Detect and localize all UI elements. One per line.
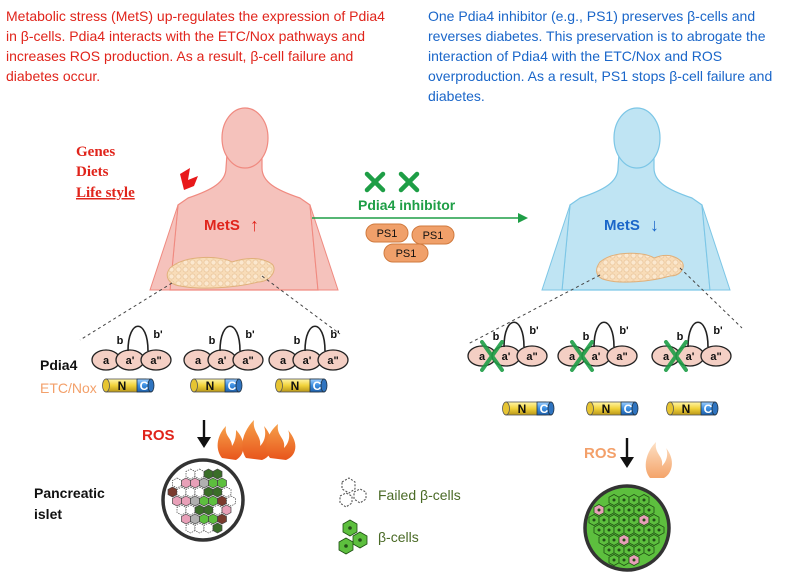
nox-n-label: N bbox=[518, 402, 527, 416]
domain-a-double-prime-label: a" bbox=[616, 351, 627, 363]
domain-b-label: b bbox=[294, 335, 301, 347]
domain-a-prime-label: a' bbox=[686, 351, 695, 363]
domain-b-prime-label: b' bbox=[153, 329, 163, 341]
domain-b-label: b bbox=[493, 331, 500, 343]
domain-a-double-prime-label: a" bbox=[150, 355, 161, 367]
nox-c-label: C bbox=[313, 379, 322, 393]
etc-nox-label: ETC/Nox bbox=[40, 380, 97, 396]
domain-b-prime-label: b' bbox=[245, 329, 255, 341]
down-arrow-icon: ↓ bbox=[650, 215, 659, 235]
nox-n-label: N bbox=[602, 402, 611, 416]
left-mets-label: MetS bbox=[204, 217, 240, 234]
domain-a-prime-label: a' bbox=[592, 351, 601, 363]
right-pancreas bbox=[596, 252, 684, 283]
legend-beta-cells-icon bbox=[338, 519, 368, 555]
domain-a-label: a bbox=[663, 351, 670, 363]
domain-a-double-prime-label: a" bbox=[710, 351, 721, 363]
up-arrow-icon: ↑ bbox=[250, 215, 259, 235]
pdia4-label: Pdia4 bbox=[40, 357, 78, 373]
right-ros-label: ROS bbox=[584, 445, 617, 462]
nox-n-label: N bbox=[118, 379, 127, 393]
domain-a-label: a bbox=[479, 351, 486, 363]
domain-a-prime-label: a' bbox=[303, 355, 312, 367]
svg-text:PS1: PS1 bbox=[377, 228, 398, 240]
nox-c-label: C bbox=[540, 402, 549, 416]
nox-c-label: C bbox=[624, 402, 633, 416]
domain-b-prime-label: b' bbox=[619, 325, 629, 337]
nox-c-label: C bbox=[140, 379, 149, 393]
islet-label-line-1: Pancreatic bbox=[34, 485, 105, 501]
ps1-pill-3: PS1 bbox=[383, 243, 429, 263]
domain-a-double-prime-label: a" bbox=[526, 351, 537, 363]
failed-islet bbox=[161, 458, 245, 542]
nox-c-label: C bbox=[228, 379, 237, 393]
domain-a-prime-label: a' bbox=[502, 351, 511, 363]
ps1-pill-1: PS1 bbox=[365, 223, 409, 243]
svg-text:PS1: PS1 bbox=[396, 248, 417, 260]
nox-n-label: N bbox=[682, 402, 691, 416]
right-flame-icon bbox=[645, 442, 672, 478]
right-ros-arrow-icon bbox=[620, 457, 634, 468]
left-ros-label: ROS bbox=[142, 427, 175, 444]
inhibitor-arrow-icon bbox=[518, 213, 528, 223]
domain-b-prime-label: b' bbox=[713, 325, 723, 337]
legend-failed-label: Failed β-cells bbox=[378, 487, 461, 503]
domain-b-label: b bbox=[117, 335, 124, 347]
legend-beta-cells-label: β-cells bbox=[378, 529, 419, 545]
right-mets-label: MetS bbox=[604, 217, 640, 234]
nox-c-label: C bbox=[704, 402, 713, 416]
inhibitor-label: Pdia4 inhibitor bbox=[358, 197, 456, 213]
left-protein-labels: a a' a" b b' a a' a" b b' a a' a" b b' bbox=[103, 329, 340, 367]
ps1-pill-2: PS1 bbox=[411, 225, 455, 245]
nox-n-label: N bbox=[291, 379, 300, 393]
healthy-islet bbox=[583, 484, 671, 572]
inhibitor-x-icons bbox=[364, 171, 420, 193]
right-inhibition-x-icons bbox=[480, 340, 688, 372]
domain-a-label: a bbox=[280, 355, 287, 367]
islet-label-line-2: islet bbox=[34, 506, 62, 522]
nox-n-label: N bbox=[206, 379, 215, 393]
left-ros-arrow-icon bbox=[197, 437, 211, 448]
domain-a-double-prime-label: a" bbox=[327, 355, 338, 367]
domain-b-label: b bbox=[583, 331, 590, 343]
factor-lifestyle: Life style bbox=[76, 185, 135, 201]
right-protein-labels: a a' a" b b' a a' a" b b' a a' a" b b' bbox=[479, 325, 723, 363]
domain-a-prime-label: a' bbox=[126, 355, 135, 367]
factor-genes: Genes bbox=[76, 144, 115, 160]
left-flames-icon bbox=[217, 420, 296, 460]
domain-a-label: a bbox=[103, 355, 110, 367]
factor-diets: Diets bbox=[76, 164, 109, 180]
left-head bbox=[221, 107, 269, 169]
domain-b-prime-label: b' bbox=[529, 325, 539, 337]
domain-a-prime-label: a' bbox=[218, 355, 227, 367]
legend-failed-cells-icon bbox=[339, 477, 367, 508]
right-head bbox=[613, 107, 661, 169]
svg-text:PS1: PS1 bbox=[423, 230, 444, 242]
domain-b-label: b bbox=[677, 331, 684, 343]
right-description: One Pdia4 inhibitor (e.g., PS1) preserve… bbox=[428, 8, 773, 104]
domain-b-label: b bbox=[209, 335, 216, 347]
domain-a-label: a bbox=[195, 355, 202, 367]
domain-a-double-prime-label: a" bbox=[242, 355, 253, 367]
left-description: Metabolic stress (MetS) up-regulates the… bbox=[6, 8, 385, 84]
left-pancreas bbox=[166, 256, 275, 289]
lightning-icon bbox=[180, 168, 198, 196]
domain-a-label: a bbox=[569, 351, 576, 363]
domain-b-prime-label: b' bbox=[330, 329, 340, 341]
